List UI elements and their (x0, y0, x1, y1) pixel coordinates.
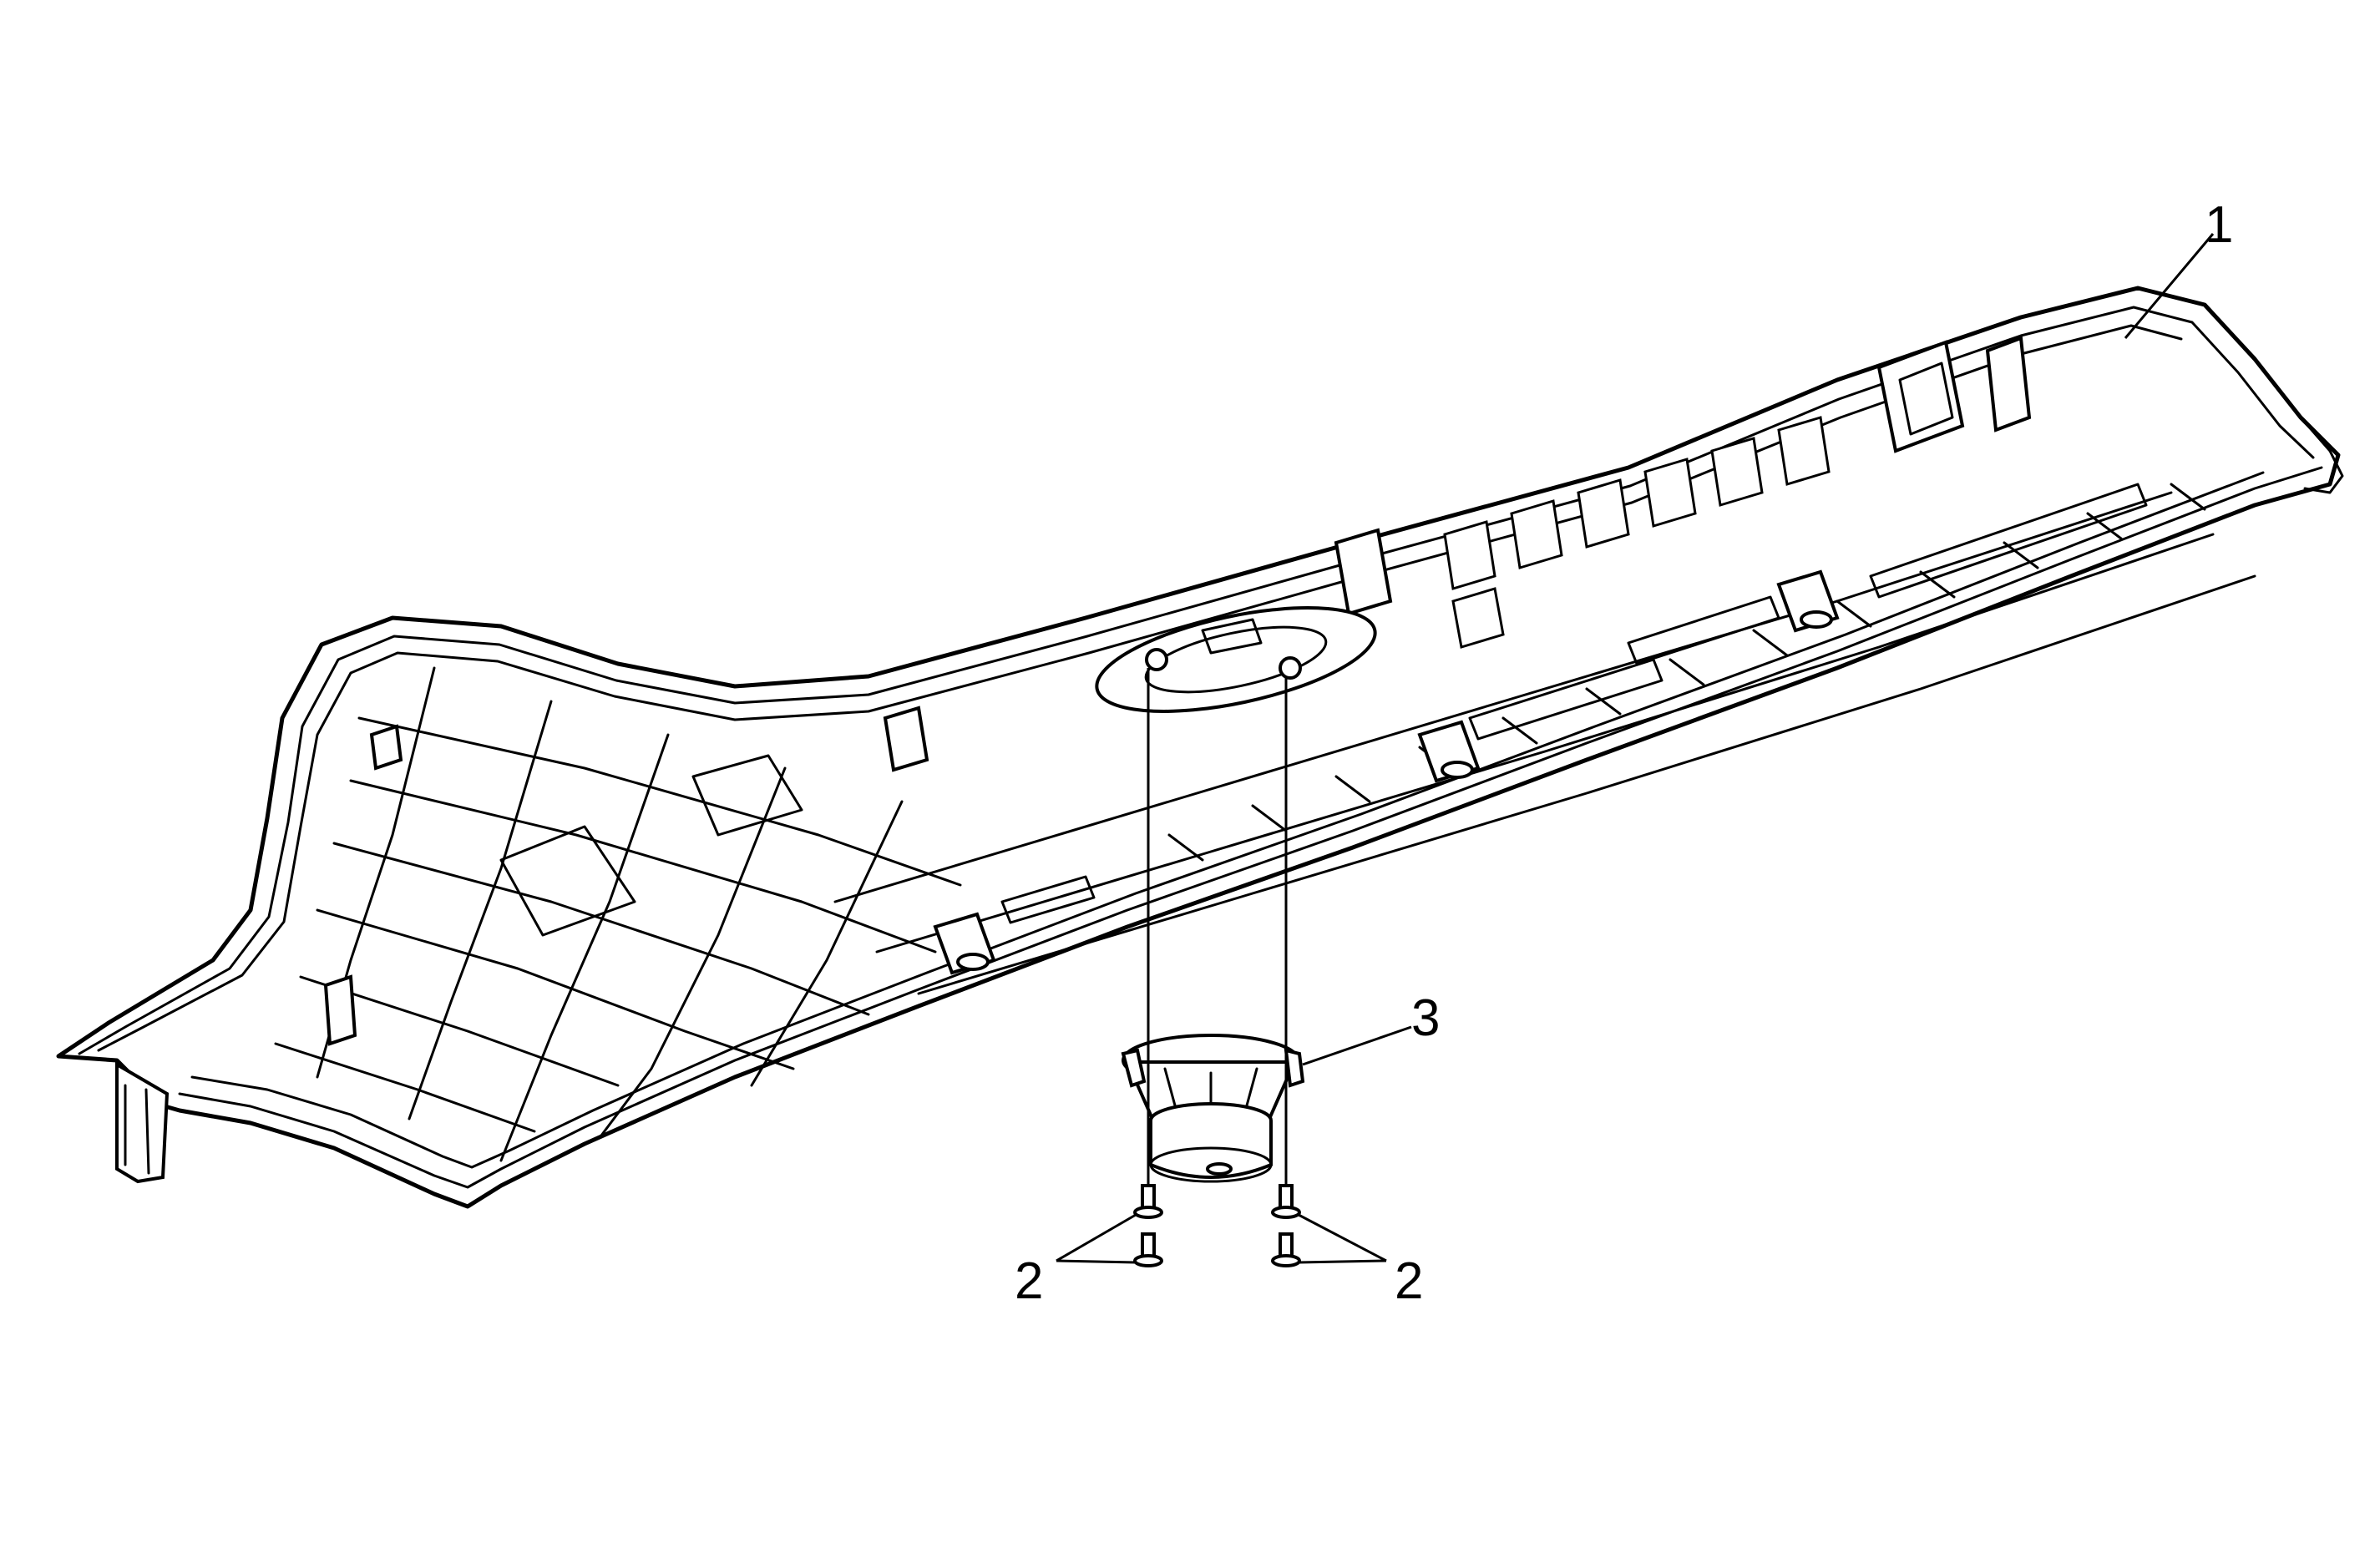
leader-fastener-left-b (1056, 1259, 1137, 1264)
short-rib (1167, 833, 1204, 862)
louver-fin (1510, 499, 1563, 569)
channel-rib (1000, 875, 1096, 924)
louver-fin (1451, 587, 1505, 649)
speaker-opening-flange (1095, 606, 1377, 713)
rib-row (299, 975, 620, 1087)
panel-mount-features (323, 336, 2032, 1046)
screw-right-upper (1271, 1184, 1301, 1219)
raised-pad (499, 825, 636, 937)
rib-row (349, 779, 937, 954)
callout-labels: 1 3 2 2 (1015, 196, 2233, 1310)
mount-hole-right (1279, 656, 1302, 680)
callout-fastener-left: 2 (1015, 1252, 1043, 1310)
tie-down-hole (1441, 761, 1474, 779)
rear-right-bracket-2 (1985, 336, 2032, 432)
channel-rib (833, 491, 2173, 903)
leader-lines (1056, 233, 2215, 1264)
mount-hole-left (1145, 648, 1168, 671)
short-rib (1752, 629, 1789, 657)
screw-shank (1279, 1232, 1294, 1259)
callout-panel: 1 (2205, 196, 2233, 254)
channel-rib (1468, 658, 1663, 741)
channel-rib (917, 574, 2256, 995)
short-rib (2086, 512, 2123, 540)
panel-inner-rim (78, 306, 2315, 1055)
louver-fin (1443, 520, 1496, 590)
callout-fastener-right: 2 (1395, 1252, 1423, 1310)
panel-left-leg-detail (124, 1084, 150, 1175)
screw-head (1271, 1254, 1301, 1267)
panel-outer-edge (56, 286, 2341, 1209)
short-rib (1501, 716, 1538, 745)
short-rib (1334, 775, 1371, 803)
leader-fastener-left-a (1056, 1213, 1137, 1262)
speaker-terminal (1206, 1162, 1233, 1176)
short-rib (1669, 658, 1705, 686)
louver-fin (1643, 458, 1697, 528)
leader-fastener-right-b (1298, 1259, 1387, 1264)
rear-right-bracket-detail (1898, 362, 1954, 436)
screw-head (1133, 1254, 1163, 1267)
louver-fin (1710, 437, 1764, 507)
rib-column (600, 766, 787, 1137)
rib-row (274, 1042, 536, 1133)
package-shelf-panel (56, 286, 2344, 1209)
screw-right-lower (1271, 1232, 1301, 1267)
panel-rim-groove (97, 324, 2183, 1052)
leader-fastener-right-a (1298, 1213, 1387, 1262)
leader-speaker (1302, 1025, 1412, 1066)
speaker-opening-tab (1201, 618, 1263, 655)
rib-column (499, 733, 670, 1162)
left-clip (369, 724, 403, 771)
screw-head (1271, 1206, 1301, 1219)
callout-speaker: 3 (1411, 989, 1440, 1047)
louver-fin (1577, 478, 1630, 549)
screw-shank (1279, 1184, 1294, 1211)
tie-down-hole (1800, 610, 1833, 629)
speaker-ear-right (1284, 1048, 1305, 1088)
leader-panel (2124, 233, 2215, 339)
raised-pad (691, 754, 803, 837)
screw-head (1133, 1206, 1163, 1219)
rib-row (332, 842, 870, 1016)
speaker (1121, 1034, 1305, 1183)
rib-column (408, 700, 553, 1120)
screw-left-upper (1133, 1184, 1163, 1219)
panel-lower-lip (190, 471, 2265, 1169)
panel-front-lip (178, 466, 2323, 1189)
channel-rib (875, 533, 2215, 954)
left-bracket (323, 974, 357, 1046)
screw-left-lower (1133, 1232, 1163, 1267)
center-clip (883, 706, 929, 772)
short-rib (2170, 483, 2206, 511)
channel-rib (1627, 595, 1780, 665)
tie-down-hole (956, 953, 990, 971)
short-rib (2003, 541, 2039, 569)
speaker-magnet-base (1149, 1146, 1273, 1183)
short-rib (1836, 599, 1872, 628)
fasteners (1133, 1184, 1301, 1267)
panel-channel-ribs (833, 483, 2256, 995)
rear-right-bracket (1876, 340, 1965, 453)
louver-fins (1443, 416, 1831, 649)
rib-row (357, 716, 962, 887)
rib-column (750, 800, 904, 1087)
center-bracket (1334, 528, 1393, 616)
panel-right-endcap (2299, 416, 2344, 494)
short-rib (1919, 570, 1956, 599)
screw-shank (1141, 1232, 1156, 1259)
short-rib (1251, 804, 1288, 832)
speaker-opening-ring (1144, 625, 1328, 694)
panel-left-mount-leg (115, 1061, 170, 1184)
short-rib (1585, 687, 1622, 716)
speaker-mount-opening (1095, 606, 1377, 713)
louver-fin (1777, 416, 1831, 486)
channel-rib (1869, 483, 2148, 599)
rib-row (316, 908, 795, 1070)
screw-shank (1141, 1184, 1156, 1211)
fastener-axis-lines (1147, 668, 1288, 1186)
speaker-ear-left (1121, 1048, 1147, 1088)
